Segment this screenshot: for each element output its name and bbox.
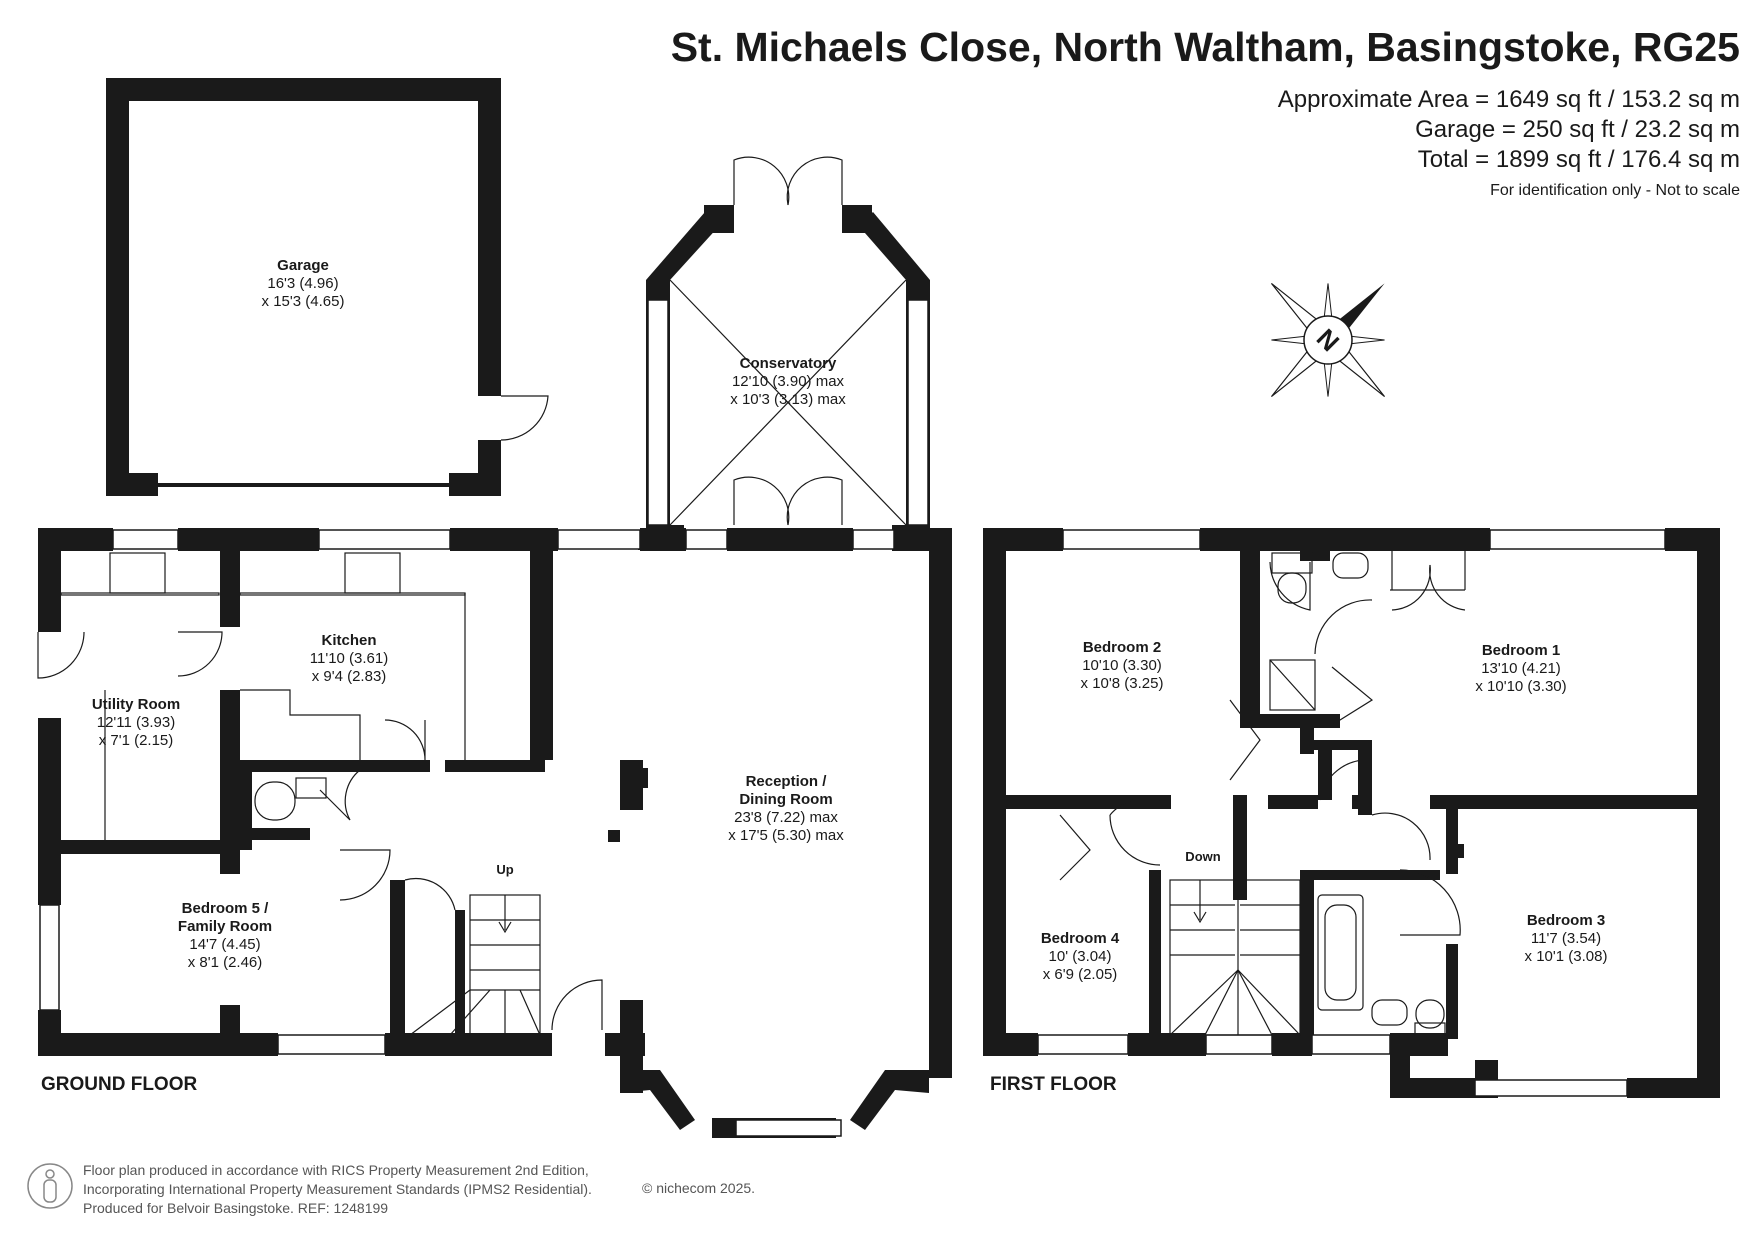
room-name: Garage (277, 257, 329, 274)
disclaimer: For identification only - Not to scale (1490, 182, 1740, 199)
room-name: Kitchen (321, 632, 377, 649)
room-name: Bedroom 2 (1082, 639, 1162, 656)
staircase-up (409, 894, 541, 1036)
room-name: Bedroom 3 (1526, 912, 1606, 929)
ground-floor-label: GROUND FLOOR (41, 1074, 198, 1095)
room-bedroom-5: Bedroom 5 / Family Room 14'7 (4.45) x 8'… (178, 900, 272, 972)
room-dim: x 10'10 (3.30) (1475, 678, 1567, 695)
room-dim: 23'8 (7.22) max (734, 809, 838, 826)
room-name: Bedroom 4 (1040, 930, 1120, 947)
room-dim: x 9'4 (2.83) (311, 668, 387, 685)
room-dim: x 7'1 (2.15) (98, 732, 174, 749)
room-dim: 14'7 (4.45) (189, 936, 261, 953)
doors-and-fixtures (37, 551, 1466, 1036)
room-dim: x 15'3 (4.65) (261, 293, 345, 310)
garage-walls (106, 78, 501, 496)
room-dim: x 10'3 (3.13) max (730, 391, 846, 408)
approximate-area: Approximate Area = 1649 sq ft / 153.2 sq… (1277, 86, 1740, 113)
ground-floor-walls (38, 528, 952, 1138)
stairs-down-label: Down (1185, 849, 1221, 864)
total-area: Total = 1899 sq ft / 176.4 sq m (1417, 146, 1740, 173)
room-dim: 12'10 (3.90) max (731, 373, 845, 390)
room-bedroom-1: Bedroom 1 13'10 (4.21) x 10'10 (3.30) (1475, 642, 1566, 696)
first-floor-label: FIRST FLOOR (990, 1074, 1117, 1095)
room-name: Reception / (745, 773, 827, 790)
room-dim: 10' (3.04) (1048, 948, 1112, 965)
room-name: Utility Room (91, 696, 181, 713)
garage-area: Garage = 250 sq ft / 23.2 sq m (1415, 116, 1740, 143)
room-bedroom-4: Bedroom 4 10' (3.04) x 6'9 (2.05) (1041, 930, 1119, 984)
room-reception: Reception / Dining Room 23'8 (7.22) max … (728, 773, 843, 845)
room-dim: x 8'1 (2.46) (187, 954, 263, 971)
person-icon (27, 1163, 73, 1209)
windows (39, 299, 1666, 1137)
footer-line: Floor plan produced in accordance with R… (83, 1162, 589, 1178)
first-floor-walls (983, 528, 1720, 1098)
footer-notes: Floor plan produced in accordance with R… (83, 1161, 592, 1218)
conservatory-details (500, 156, 907, 526)
room-bedroom-2: Bedroom 2 10'10 (3.30) x 10'8 (3.25) (1081, 639, 1164, 693)
room-dim: x 6'9 (2.05) (1042, 966, 1118, 983)
footer-line: Produced for Belvoir Basingstoke. REF: 1… (83, 1200, 389, 1216)
stairs-up-label: Up (496, 862, 514, 877)
footer-line: Incorporating International Property Mea… (83, 1181, 592, 1197)
room-bedroom-3: Bedroom 3 11'7 (3.54) x 10'1 (3.08) (1525, 912, 1608, 966)
room-kitchen: Kitchen 11'10 (3.61) x 9'4 (2.83) (310, 632, 388, 686)
room-dim: 13'10 (4.21) (1481, 660, 1561, 677)
room-dim: 16'3 (4.96) (267, 275, 339, 292)
room-garage: Garage 16'3 (4.96) x 15'3 (4.65) (262, 257, 345, 311)
room-dim: 11'7 (3.54) (1530, 930, 1602, 947)
page-title: St. Michaels Close, North Waltham, Basin… (670, 24, 1740, 70)
room-name-2: Dining Room (739, 791, 833, 808)
room-dim: 11'10 (3.61) (309, 650, 389, 667)
room-dim: x 10'1 (3.08) (1524, 948, 1608, 965)
room-dim: x 17'5 (5.30) max (728, 827, 844, 844)
room-name: Conservatory (739, 355, 837, 372)
compass-rose-icon: N (1270, 282, 1386, 398)
room-name: Bedroom 1 (1481, 642, 1561, 659)
room-name-2: Family Room (177, 918, 273, 935)
staircase-down (1169, 879, 1301, 1036)
copyright: © nichecom 2025. (642, 1180, 756, 1196)
room-name: Bedroom 5 / (181, 900, 269, 917)
room-dim: 10'10 (3.30) (1082, 657, 1162, 674)
room-dim: 12'11 (3.93) (96, 714, 176, 731)
room-conservatory: Conservatory 12'10 (3.90) max x 10'3 (3.… (730, 355, 845, 409)
room-dim: x 10'8 (3.25) (1080, 675, 1164, 692)
room-utility: Utility Room 12'11 (3.93) x 7'1 (2.15) (92, 696, 180, 750)
